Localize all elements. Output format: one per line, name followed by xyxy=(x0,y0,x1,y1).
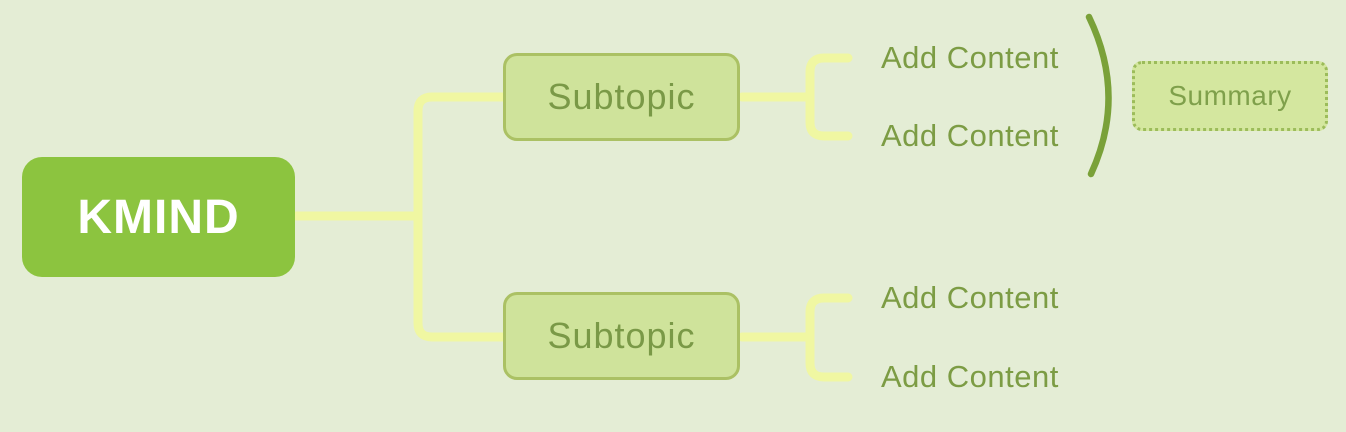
root-topic-node[interactable]: KMIND xyxy=(22,157,295,277)
summary-label: Summary xyxy=(1168,80,1292,111)
summary-brace-arc xyxy=(1085,13,1112,178)
add-content-placeholder[interactable]: Add Content xyxy=(881,359,1059,395)
add-content-placeholder[interactable]: Add Content xyxy=(881,118,1059,154)
subtopic-label: Subtopic xyxy=(547,315,696,356)
root-topic-label: KMIND xyxy=(77,190,240,244)
connector-trunk xyxy=(413,92,508,342)
add-content-placeholder[interactable]: Add Content xyxy=(881,40,1059,76)
add-content-placeholder[interactable]: Add Content xyxy=(881,280,1059,316)
add-content-label: Add Content xyxy=(881,40,1059,75)
connector-bracket-top xyxy=(805,53,853,141)
add-content-label: Add Content xyxy=(881,359,1059,394)
subtopic-node-top[interactable]: Subtopic xyxy=(503,53,740,141)
add-content-label: Add Content xyxy=(881,280,1059,315)
connector-bracket-bottom xyxy=(805,293,853,382)
summary-node[interactable]: Summary xyxy=(1132,61,1328,131)
add-content-label: Add Content xyxy=(881,118,1059,153)
subtopic-label: Subtopic xyxy=(547,76,696,117)
subtopic-node-bottom[interactable]: Subtopic xyxy=(503,292,740,380)
